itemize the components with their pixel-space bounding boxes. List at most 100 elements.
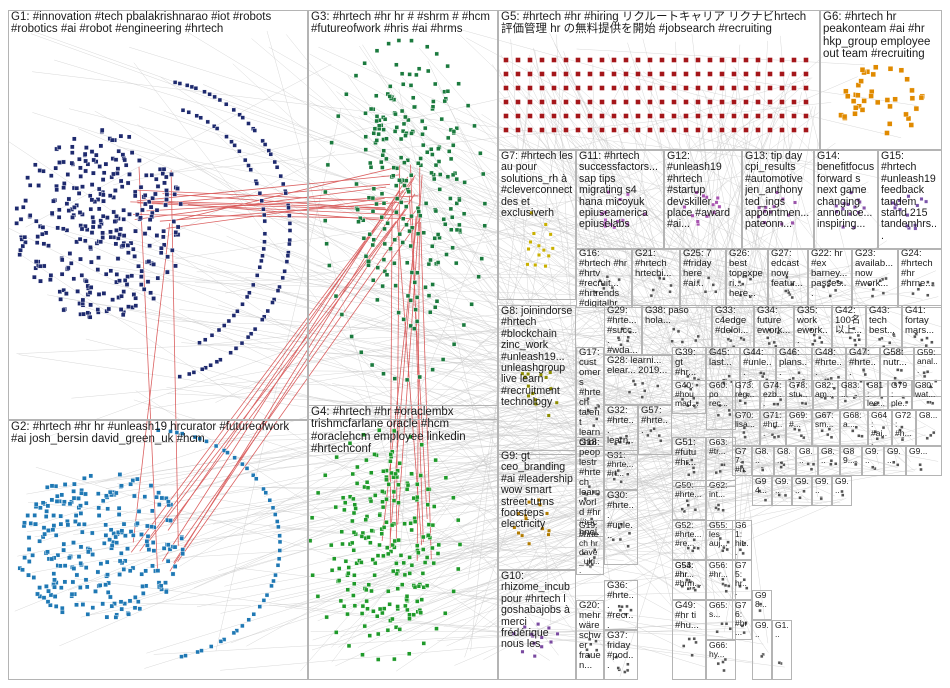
node bbox=[287, 241, 292, 247]
edge bbox=[394, 240, 887, 574]
group-panel-g34: G34: future ework... bbox=[754, 305, 794, 355]
node bbox=[339, 529, 344, 534]
node bbox=[278, 173, 283, 179]
node bbox=[52, 577, 57, 583]
node bbox=[441, 217, 446, 222]
node bbox=[115, 171, 120, 176]
node bbox=[434, 51, 439, 57]
node bbox=[413, 307, 418, 312]
node bbox=[274, 164, 280, 170]
node bbox=[846, 202, 850, 207]
node bbox=[767, 57, 773, 63]
node bbox=[85, 612, 91, 617]
node bbox=[90, 224, 96, 230]
node bbox=[433, 457, 438, 463]
node bbox=[158, 250, 164, 256]
group-label-g1: G1: #innovation #tech pbalakrishnarao #i… bbox=[11, 11, 275, 36]
node bbox=[80, 297, 86, 303]
node bbox=[647, 71, 653, 77]
node bbox=[773, 425, 777, 429]
node bbox=[548, 232, 553, 237]
node bbox=[103, 161, 109, 167]
edge bbox=[376, 454, 841, 504]
node bbox=[361, 432, 366, 437]
node bbox=[922, 374, 927, 379]
node bbox=[416, 550, 421, 555]
node bbox=[60, 609, 65, 615]
node bbox=[261, 486, 266, 492]
node bbox=[850, 98, 857, 104]
node bbox=[128, 481, 133, 487]
node bbox=[790, 295, 794, 300]
group-panel-g96: G9... bbox=[812, 476, 832, 506]
node bbox=[217, 97, 223, 103]
node bbox=[218, 639, 224, 644]
node bbox=[421, 142, 426, 148]
node bbox=[105, 506, 110, 512]
node bbox=[365, 606, 370, 611]
node bbox=[114, 213, 119, 219]
node bbox=[472, 123, 477, 129]
node bbox=[397, 461, 402, 466]
node bbox=[78, 165, 83, 171]
node bbox=[223, 101, 229, 107]
node bbox=[371, 278, 376, 283]
node bbox=[695, 127, 701, 133]
node bbox=[132, 605, 138, 611]
node bbox=[925, 436, 929, 440]
node bbox=[671, 113, 677, 119]
node bbox=[277, 539, 283, 545]
group-label-g34: G34: future ework... bbox=[757, 306, 791, 336]
node bbox=[83, 577, 89, 583]
edge bbox=[363, 395, 880, 576]
group-label-g4: G4: #hrtech #hr #oraclembx trishmcfarlan… bbox=[311, 406, 469, 456]
node bbox=[135, 476, 140, 482]
node bbox=[409, 213, 414, 219]
node bbox=[75, 289, 80, 294]
node bbox=[612, 225, 617, 230]
node bbox=[731, 71, 737, 77]
node bbox=[539, 635, 544, 640]
node bbox=[742, 430, 746, 435]
node bbox=[163, 174, 169, 180]
node bbox=[384, 497, 389, 502]
node bbox=[282, 269, 287, 274]
node bbox=[616, 336, 621, 340]
node bbox=[103, 271, 109, 277]
node bbox=[409, 270, 415, 275]
node bbox=[424, 555, 430, 560]
edge bbox=[389, 269, 734, 556]
edge bbox=[218, 304, 743, 462]
group-panel-g10: G10: rhizome_incub pour #hrtech l goshab… bbox=[498, 570, 576, 680]
edge bbox=[493, 515, 592, 522]
node bbox=[528, 239, 533, 244]
node bbox=[692, 404, 696, 408]
edge bbox=[715, 44, 741, 418]
node bbox=[776, 331, 781, 335]
node bbox=[563, 85, 569, 91]
node bbox=[878, 279, 882, 283]
node bbox=[132, 254, 137, 259]
node bbox=[49, 210, 55, 216]
node bbox=[719, 113, 725, 119]
node bbox=[690, 458, 694, 462]
node bbox=[635, 113, 641, 119]
node bbox=[91, 170, 96, 176]
node bbox=[852, 225, 857, 230]
node bbox=[237, 112, 242, 117]
edge bbox=[563, 51, 674, 370]
node bbox=[755, 85, 761, 91]
node bbox=[448, 206, 454, 212]
node bbox=[36, 183, 41, 188]
node bbox=[530, 391, 535, 396]
node bbox=[563, 57, 569, 63]
node bbox=[363, 134, 368, 139]
node bbox=[742, 426, 747, 430]
node bbox=[82, 151, 88, 157]
highlight-edge bbox=[389, 201, 393, 549]
node bbox=[395, 586, 400, 591]
node bbox=[172, 544, 178, 550]
node bbox=[618, 436, 623, 440]
node bbox=[926, 400, 930, 404]
node bbox=[836, 375, 841, 379]
